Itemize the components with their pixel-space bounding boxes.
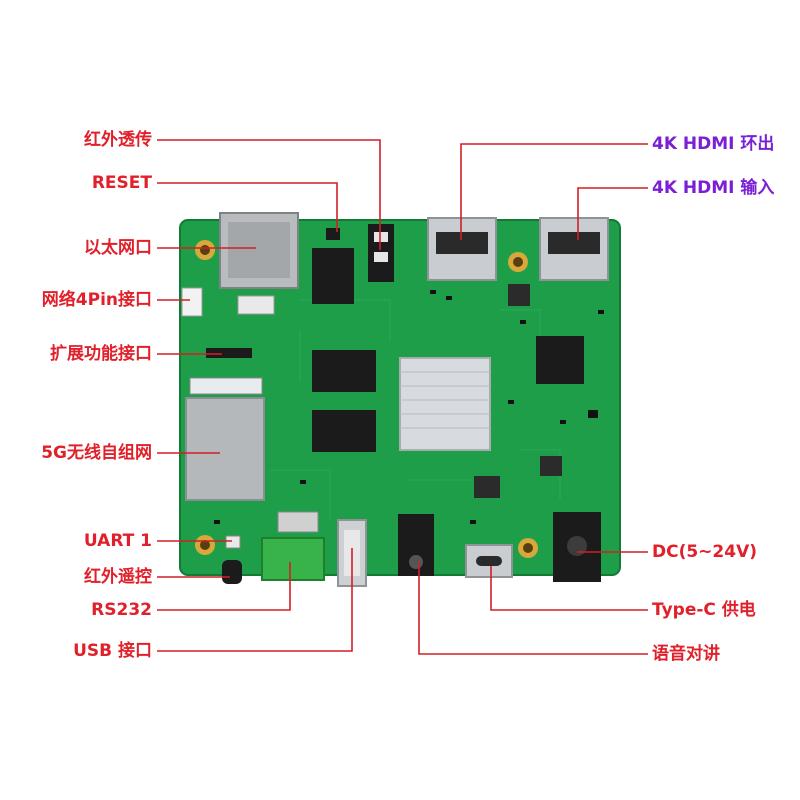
wifi-module [185,397,265,501]
hdmi-out-port [427,217,497,281]
label-typec-power: Type-C 供电 [652,600,756,620]
label-uart1: UART 1 [83,531,152,551]
uart-header [225,535,241,549]
label-ir-passthrough: 红外透传 [84,130,152,150]
lan-transformer [312,248,354,304]
hdmi-chip [536,336,584,384]
leader-voice [418,562,648,655]
leader-hdmi-in [577,187,648,240]
label-hdmi-out: 4K HDMI 环出 [652,134,775,154]
heatsink [399,357,491,451]
label-dc-power: DC(5~24V) [652,542,758,562]
label-expansion-port: 扩展功能接口 [50,344,152,364]
leader-typec [490,566,648,611]
leader-ir-passthrough [157,139,381,250]
memory-chip-1 [312,350,376,392]
label-reset: RESET [91,173,152,193]
leader-reset [157,182,338,232]
leader-usb [157,548,353,652]
net-4pin-connector [181,287,203,317]
label-voice-intercom: 语音对讲 [652,644,720,664]
label-usb-port: USB 接口 [73,641,152,661]
leader-lines [157,139,648,655]
smd-components [214,290,604,524]
pcb-board [179,212,621,587]
ir-receiver [222,560,242,584]
leader-rs232 [157,562,291,611]
label-hdmi-in: 4K HDMI 输入 [652,178,775,198]
expansion-header [206,348,252,358]
label-ethernet-port: 以太网口 [84,238,152,258]
hdmi-in-port [539,217,609,281]
rs232-terminal [261,537,325,581]
label-rs232: RS232 [91,600,152,620]
label-ir-remote: 红外遥控 [84,567,152,587]
leader-hdmi-out [460,143,648,240]
memory-chip-2 [312,410,376,452]
label-wifi-5g-mesh: 5G无线自组网 [41,443,152,463]
label-net-4pin: 网络4Pin接口 [41,290,152,310]
